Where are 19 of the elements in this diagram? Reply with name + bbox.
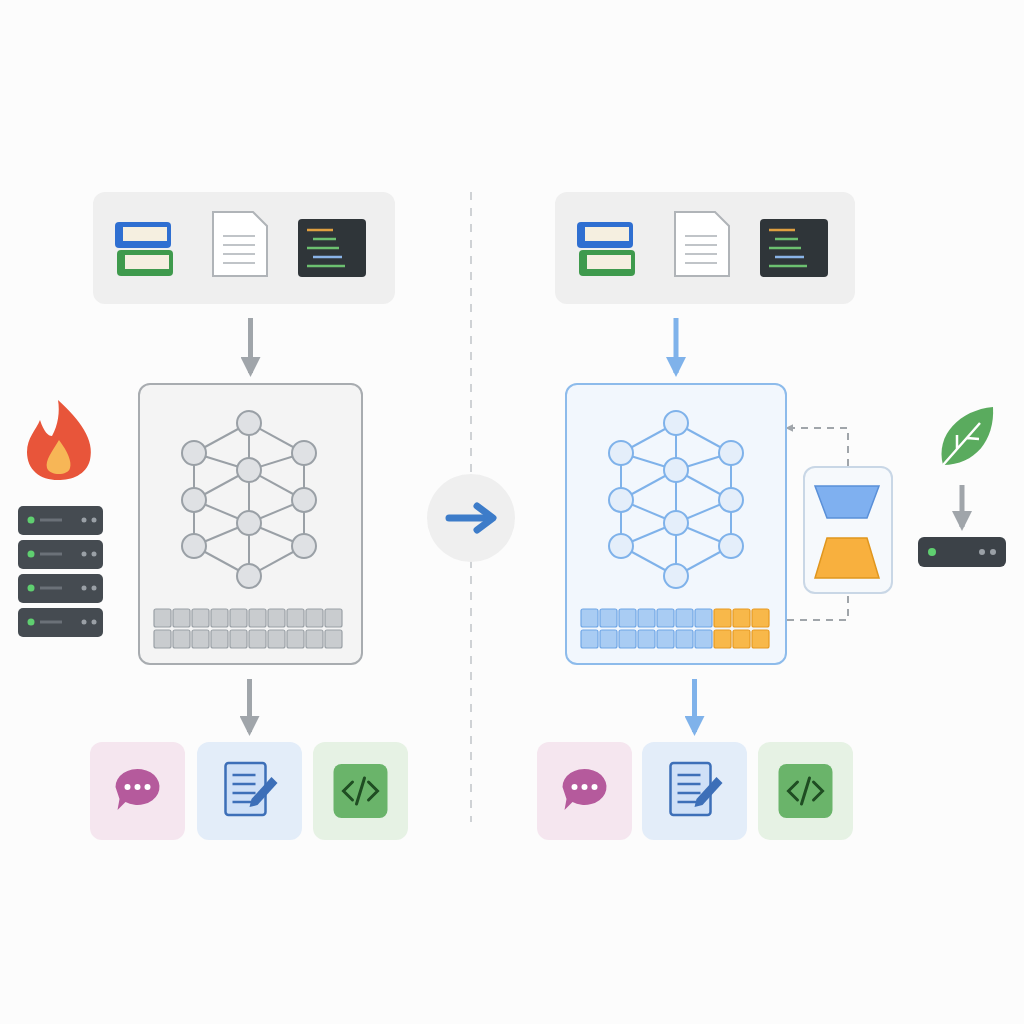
input-panel bbox=[93, 192, 395, 304]
input-panel bbox=[555, 192, 855, 304]
arrow bbox=[239, 679, 260, 736]
adapter-box bbox=[803, 466, 893, 594]
output-tile bbox=[197, 742, 302, 840]
output-tile bbox=[313, 742, 408, 840]
server-icon bbox=[918, 537, 1006, 567]
model-box bbox=[565, 383, 787, 665]
output-tile bbox=[90, 742, 185, 840]
output-tile bbox=[642, 742, 747, 840]
arrow bbox=[240, 318, 261, 377]
dashed-connector bbox=[785, 424, 849, 467]
arrow bbox=[666, 318, 686, 377]
output-tile bbox=[537, 742, 632, 840]
output-tile bbox=[758, 742, 853, 840]
dashed-connector bbox=[786, 593, 849, 621]
arrow bbox=[684, 679, 705, 736]
model-box bbox=[138, 383, 363, 665]
arrow bbox=[952, 485, 972, 531]
